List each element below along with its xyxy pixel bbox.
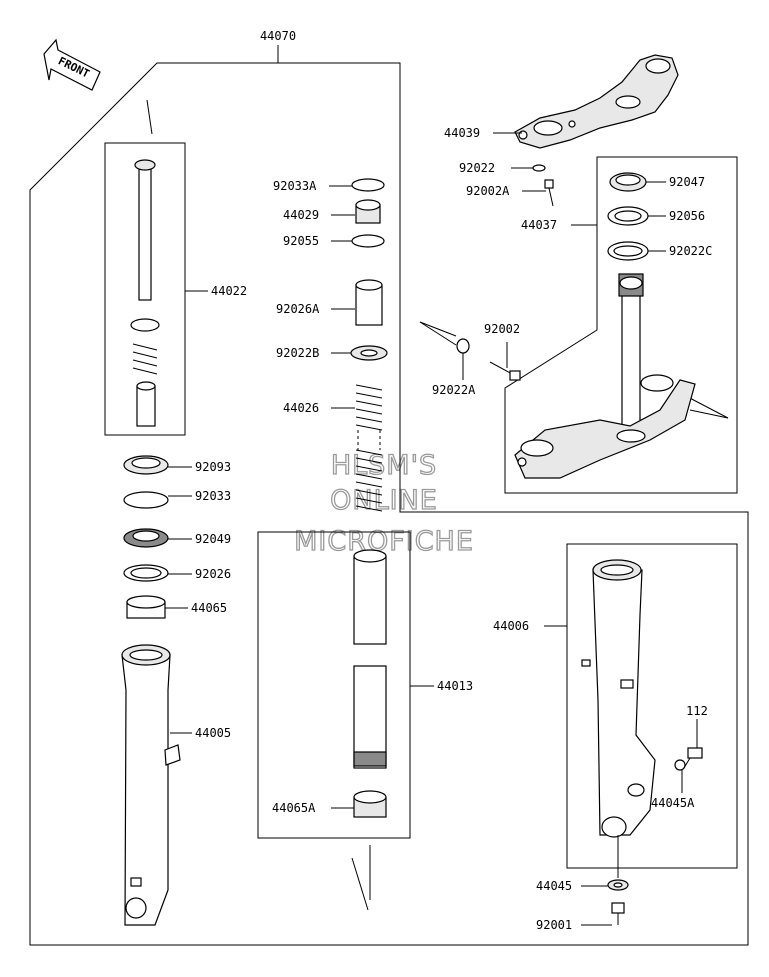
callout-44005: 44005 — [195, 726, 231, 740]
callout-44045: 44045 — [536, 879, 572, 893]
stem-washers — [607, 172, 649, 261]
callout-92026A: 92026A — [276, 302, 320, 316]
callout-92022B: 92022B — [276, 346, 319, 360]
callout-92002A: 92002A — [466, 184, 510, 198]
callout-44006: 44006 — [493, 619, 529, 633]
box-44006 — [566, 543, 738, 869]
callout-44037: 44037 — [521, 218, 557, 232]
leader-lines — [165, 132, 698, 926]
watermark: HLSM'S ONLINE MICROFICHE — [293, 449, 474, 557]
callout-92055: 92055 — [283, 234, 319, 248]
callout-92047: 92047 — [669, 175, 705, 189]
callout-44029: 44029 — [283, 208, 319, 222]
stem-bracket-44037 — [514, 273, 696, 479]
callout-92001: 92001 — [536, 918, 572, 932]
box-44022 — [104, 142, 186, 436]
watermark-line-2: ONLINE — [330, 485, 438, 516]
callout-92022: 92022 — [459, 161, 495, 175]
callout-92022C: 92022C — [669, 244, 712, 258]
front-direction-arrow: FRONT — [43, 38, 101, 91]
watermark-line-3: MICROFICHE — [294, 526, 474, 557]
box-44037 — [504, 156, 738, 494]
watermark-line-1: HLSM'S — [331, 450, 437, 481]
callout-92049: 92049 — [195, 532, 231, 546]
box-44013 — [257, 531, 411, 839]
callouts: 44039 92022 92002A 92047 92056 44037 920… — [191, 126, 712, 932]
callout-44065A: 44065A — [272, 801, 316, 815]
hardware-right — [607, 747, 703, 925]
assembly-44070-outline: 44070 — [29, 29, 749, 946]
callout-44013: 44013 — [437, 679, 473, 693]
seal-stack-left — [123, 455, 169, 619]
callout-92056: 92056 — [669, 209, 705, 223]
callout-92022A: 92022A — [432, 383, 476, 397]
inner-tube-44013 — [353, 549, 387, 818]
outer-tube-44005 — [121, 644, 181, 926]
callout-92033: 92033 — [195, 489, 231, 503]
callout-92026: 92026 — [195, 567, 231, 581]
callout-44039: 44039 — [444, 126, 480, 140]
callout-44070: 44070 — [260, 29, 296, 43]
callout-92093: 92093 — [195, 460, 231, 474]
upper-bracket-44039 — [514, 54, 679, 149]
callout-44065: 44065 — [191, 601, 227, 615]
bolt-92002A — [532, 164, 554, 207]
callout-44045A: 44045A — [651, 796, 695, 810]
callout-44022: 44022 — [211, 284, 247, 298]
outer-tube-44006 — [581, 559, 656, 838]
callout-44026: 44026 — [283, 401, 319, 415]
bolt-92002 — [456, 338, 521, 381]
callout-92002: 92002 — [484, 322, 520, 336]
callout-112: 112 — [686, 704, 708, 718]
damper-rod-44022 — [130, 159, 160, 427]
callout-92033A: 92033A — [273, 179, 317, 193]
